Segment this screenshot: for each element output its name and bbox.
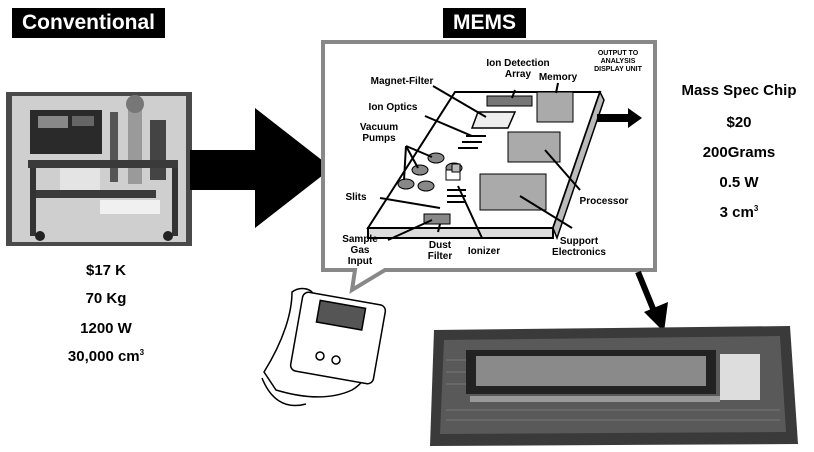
label-support-electronics: Support Electronics bbox=[552, 236, 606, 258]
label-ion-detection-array: Ion Detection Array bbox=[486, 58, 550, 80]
magnet-filter-rect bbox=[470, 111, 517, 129]
conventional-instrument-photo bbox=[6, 92, 192, 246]
mems-mass: 200Grams bbox=[702, 144, 776, 161]
label-magnet-filter: Magnet-Filter bbox=[370, 76, 434, 87]
label-dust-filter: Dust Filter bbox=[427, 240, 453, 262]
mems-volume-exponent: 3 bbox=[753, 204, 759, 213]
conventional-volume-exponent: 3 bbox=[139, 348, 145, 357]
conventional-volume-value: 30,000 cm bbox=[67, 348, 140, 365]
conventional-title: Conventional bbox=[12, 8, 166, 38]
label-sample-gas-input: Sample Gas Input bbox=[342, 234, 378, 267]
mems-title: MEMS bbox=[443, 8, 526, 38]
label-ionizer: Ionizer bbox=[467, 246, 501, 257]
conventional-mass: 70 Kg bbox=[85, 290, 127, 307]
output-arrow bbox=[597, 108, 642, 128]
ion-detection-array-rect bbox=[486, 95, 533, 107]
mems-power: 0.5 W bbox=[719, 174, 759, 191]
mems-volume-value: 3 cm bbox=[719, 204, 754, 221]
chip-arrow-head bbox=[644, 302, 668, 332]
label-slits: Slits bbox=[345, 192, 367, 203]
conventional-cost: $17 K bbox=[85, 262, 127, 279]
mems-volume: 3 cm3 bbox=[669, 204, 809, 221]
support-electronics-rect bbox=[479, 173, 547, 211]
conventional-power: 1200 W bbox=[80, 320, 132, 337]
label-vacuum-pumps: Vacuum Pumps bbox=[359, 122, 399, 144]
label-processor: Processor bbox=[579, 196, 629, 207]
hand-device-drawing bbox=[261, 287, 387, 407]
label-output: OUTPUT TO ANALYSIS DISPLAY UNIT bbox=[594, 50, 642, 73]
mems-cost: $20 bbox=[726, 114, 752, 131]
label-ion-optics: Ion Optics bbox=[368, 102, 418, 113]
memory-rect bbox=[536, 91, 574, 123]
chip-photo bbox=[430, 326, 798, 446]
label-memory: Memory bbox=[538, 72, 578, 83]
big-arrow bbox=[190, 108, 332, 228]
mems-spec-name: Mass Spec Chip bbox=[681, 82, 797, 99]
conventional-volume: 30,000 cm3 bbox=[36, 348, 176, 365]
